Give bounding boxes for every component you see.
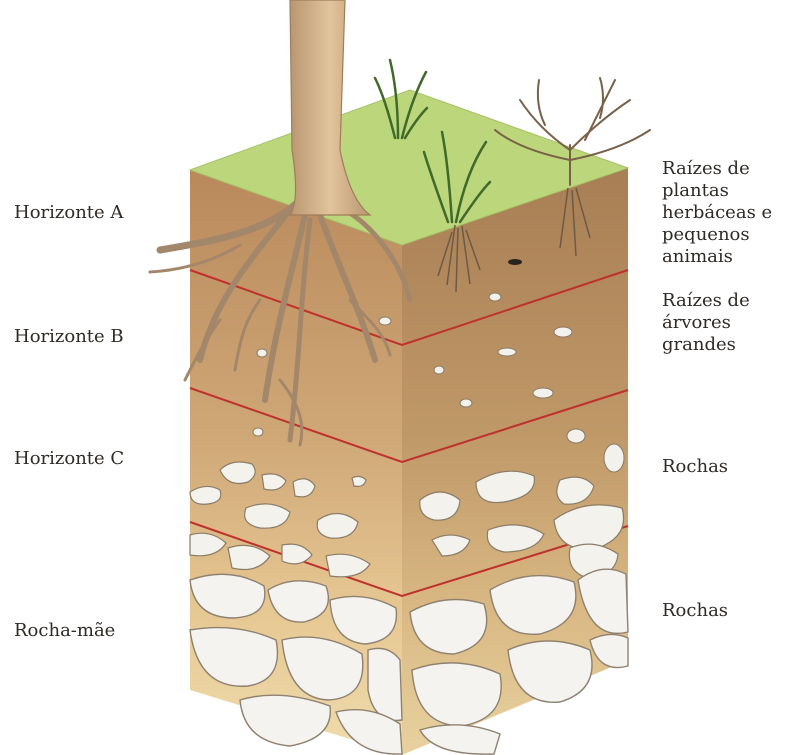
label-herb-roots-line: Raízes de [662,158,772,180]
label-tree-roots-line: grandes [662,334,750,356]
label-tree-roots-line: Raízes de [662,290,750,312]
label-herb-roots-line: plantas [662,180,772,202]
label-herb-roots-line: animais [662,246,772,268]
label-tree-roots: Raízes de árvores grandes [662,290,750,356]
label-horizonte-b: Horizonte B [14,326,124,348]
label-herb-roots-line: herbáceas e [662,202,772,224]
label-horizonte-c: Horizonte C [14,448,124,470]
label-herb-roots: Raízes de plantas herbáceas e pequenos a… [662,158,772,268]
label-tree-roots-line: árvores [662,312,750,334]
label-rochas-bedrock: Rochas [662,600,728,622]
label-rochas-c: Rochas [662,456,728,478]
label-rocha-mae: Rocha-mãe [14,620,115,642]
label-horizonte-a: Horizonte A [14,202,123,224]
label-herb-roots-line: pequenos [662,224,772,246]
insect [508,259,522,265]
